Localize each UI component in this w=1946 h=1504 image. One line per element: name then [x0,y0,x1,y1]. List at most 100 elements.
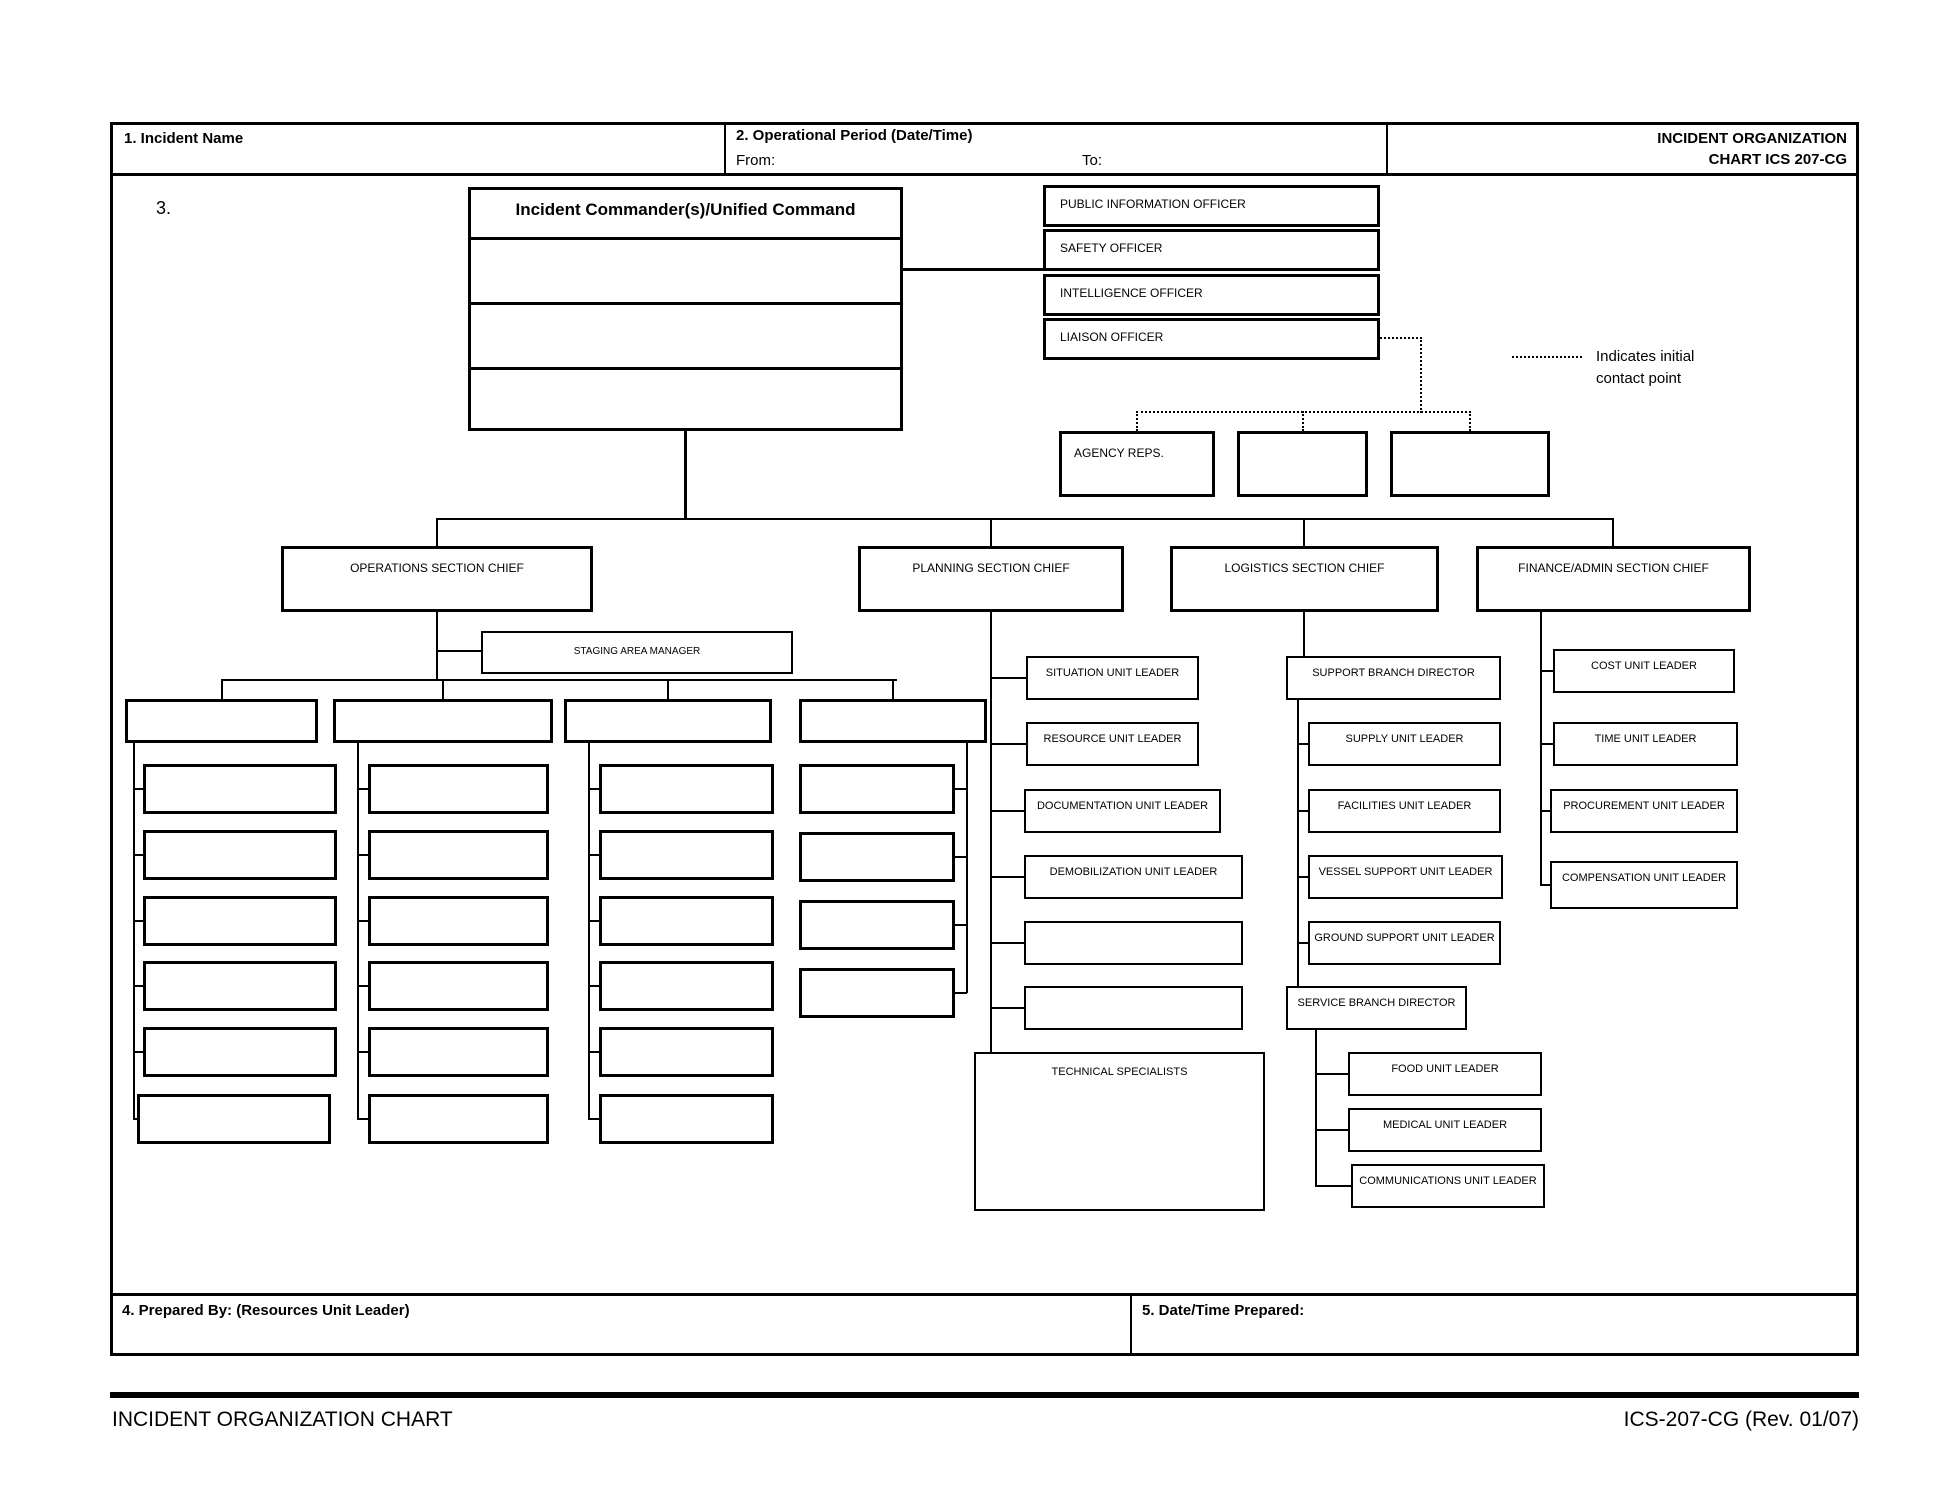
stub-division-3 [667,679,669,699]
ops-box-empty[interactable] [143,764,337,814]
prepared-by-field[interactable] [122,1324,1112,1352]
ops-box-empty[interactable] [368,1094,549,1144]
food-unit-leader-box[interactable]: FOOD UNIT LEADER [1348,1052,1542,1096]
ops-box-empty[interactable] [599,764,774,814]
stub-logistics-chief [1303,518,1305,546]
cost-unit-leader-label: COST UNIT LEADER [1591,660,1697,672]
logistics-section-chief-box[interactable]: LOGISTICS SECTION CHIEF [1170,546,1439,612]
officer-box-public-information[interactable]: PUBLIC INFORMATION OFFICER [1043,185,1380,227]
ops-box-empty[interactable] [143,1027,337,1077]
technical-specialists-box[interactable]: TECHNICAL SPECIALISTS [974,1052,1265,1211]
stub-ops-col3-r2 [588,854,599,856]
food-unit-leader-label: FOOD UNIT LEADER [1391,1063,1499,1075]
ops-box-empty[interactable] [368,764,549,814]
ops-box-empty[interactable] [599,896,774,946]
compensation-unit-leader-box[interactable]: COMPENSATION UNIT LEADER [1550,861,1738,909]
ops-division-box-1[interactable] [125,699,318,743]
finance-admin-section-chief-box[interactable]: FINANCE/ADMIN SECTION CHIEF [1476,546,1751,612]
ops-box-empty[interactable] [143,961,337,1011]
officer-box-liaison[interactable]: LIAISON OFFICER [1043,318,1380,360]
agency-reps-box[interactable]: AGENCY REPS. [1059,431,1215,497]
header-bottom-rule [110,173,1859,176]
procurement-unit-leader-box[interactable]: PROCUREMENT UNIT LEADER [1550,789,1738,833]
stub-ops-col2-r1 [357,788,368,790]
time-unit-leader-box[interactable]: TIME UNIT LEADER [1553,722,1738,766]
facilities-unit-leader-box[interactable]: FACILITIES UNIT LEADER [1308,789,1501,833]
agency-box-empty-2[interactable] [1390,431,1550,497]
communications-unit-leader-label: COMMUNICATIONS UNIT LEADER [1359,1175,1537,1187]
ops-box-empty[interactable] [799,764,955,814]
ops-box-empty[interactable] [143,830,337,880]
connector-ic-officers [903,268,1043,271]
connector-finance-down [1540,612,1542,885]
from-field[interactable] [790,152,1070,172]
supply-unit-leader-box[interactable]: SUPPLY UNIT LEADER [1308,722,1501,766]
situation-unit-leader-box[interactable]: SITUATION UNIT LEADER [1026,656,1199,700]
ops-box-empty[interactable] [799,832,955,882]
ops-box-empty[interactable] [368,830,549,880]
stub-ops-col4-r4 [955,992,967,994]
ops-box-empty[interactable] [137,1094,331,1144]
finance-admin-section-chief-label: FINANCE/ADMIN SECTION CHIEF [1518,561,1709,575]
ops-box-empty[interactable] [599,961,774,1011]
ops-box-empty[interactable] [599,1094,774,1144]
ops-box-empty[interactable] [599,830,774,880]
ops-box-empty[interactable] [799,968,955,1018]
incident-commander-box[interactable] [468,187,903,431]
facilities-unit-leader-label: FACILITIES UNIT LEADER [1337,800,1472,812]
datetime-prepared-field[interactable] [1142,1324,1842,1352]
stub-ops-col3-r1 [588,788,599,790]
vessel-support-unit-leader-box[interactable]: VESSEL SUPPORT UNIT LEADER [1308,855,1503,899]
stub-ops-col3-r5 [588,1051,599,1053]
agency-box-empty-1[interactable] [1237,431,1368,497]
operations-section-chief-box[interactable]: OPERATIONS SECTION CHIEF [281,546,593,612]
staging-area-manager-box[interactable]: STAGING AREA MANAGER [481,631,793,674]
planning-box-empty-1[interactable] [1024,921,1243,965]
stub-finance-1 [1540,670,1553,672]
ops-box-empty[interactable] [599,1027,774,1077]
logistics-section-chief-label: LOGISTICS SECTION CHIEF [1224,561,1385,575]
stub-ops-chief [436,518,438,546]
officer-box-safety[interactable]: SAFETY OFFICER [1043,229,1380,271]
ops-division-box-3[interactable] [564,699,772,743]
connector-ic-down [684,431,687,518]
dotted-connector-liaison-out [1380,337,1422,339]
communications-unit-leader-box[interactable]: COMMUNICATIONS UNIT LEADER [1351,1164,1545,1208]
demobilization-unit-leader-box[interactable]: DEMOBILIZATION UNIT LEADER [1024,855,1243,899]
stub-support-4 [1297,942,1308,944]
stub-ops-col4-r2 [955,856,967,858]
service-branch-director-box[interactable]: SERVICE BRANCH DIRECTOR [1286,986,1467,1030]
ground-support-unit-leader-box[interactable]: GROUND SUPPORT UNIT LEADER [1308,921,1501,965]
stub-planning-chief [990,518,992,546]
support-branch-director-label: SUPPORT BRANCH DIRECTOR [1312,667,1475,679]
ops-box-empty[interactable] [368,896,549,946]
ops-box-empty[interactable] [368,1027,549,1077]
planning-box-empty-2[interactable] [1024,986,1243,1030]
documentation-unit-leader-box[interactable]: DOCUMENTATION UNIT LEADER [1024,789,1221,833]
incident-name-field[interactable] [124,150,704,172]
resource-unit-leader-box[interactable]: RESOURCE UNIT LEADER [1026,722,1199,766]
ops-division-box-4[interactable] [799,699,987,743]
stub-planning-4 [990,876,1024,878]
to-field[interactable] [1120,152,1370,172]
stub-ops-col1-r2 [133,854,143,856]
dotted-connector-liaison-down [1420,337,1422,413]
connector-ops-col1 [133,743,135,1119]
planning-section-chief-box[interactable]: PLANNING SECTION CHIEF [858,546,1124,612]
stub-ops-col2-r3 [357,920,368,922]
stub-support-1 [1297,743,1308,745]
procurement-unit-leader-label: PROCUREMENT UNIT LEADER [1563,800,1725,812]
form-border [110,122,1859,1356]
stub-support-3 [1297,876,1308,878]
officer-box-intelligence[interactable]: INTELLIGENCE OFFICER [1043,274,1380,316]
ops-box-empty[interactable] [368,961,549,1011]
ops-box-empty[interactable] [143,896,337,946]
technical-specialists-label: TECHNICAL SPECIALISTS [1051,1066,1188,1078]
connector-sections-bus [437,518,1613,520]
ops-division-box-2[interactable] [333,699,553,743]
medical-unit-leader-box[interactable]: MEDICAL UNIT LEADER [1348,1108,1542,1152]
cost-unit-leader-box[interactable]: COST UNIT LEADER [1553,649,1735,693]
ops-box-empty[interactable] [799,900,955,950]
support-branch-director-box[interactable]: SUPPORT BRANCH DIRECTOR [1286,656,1501,700]
